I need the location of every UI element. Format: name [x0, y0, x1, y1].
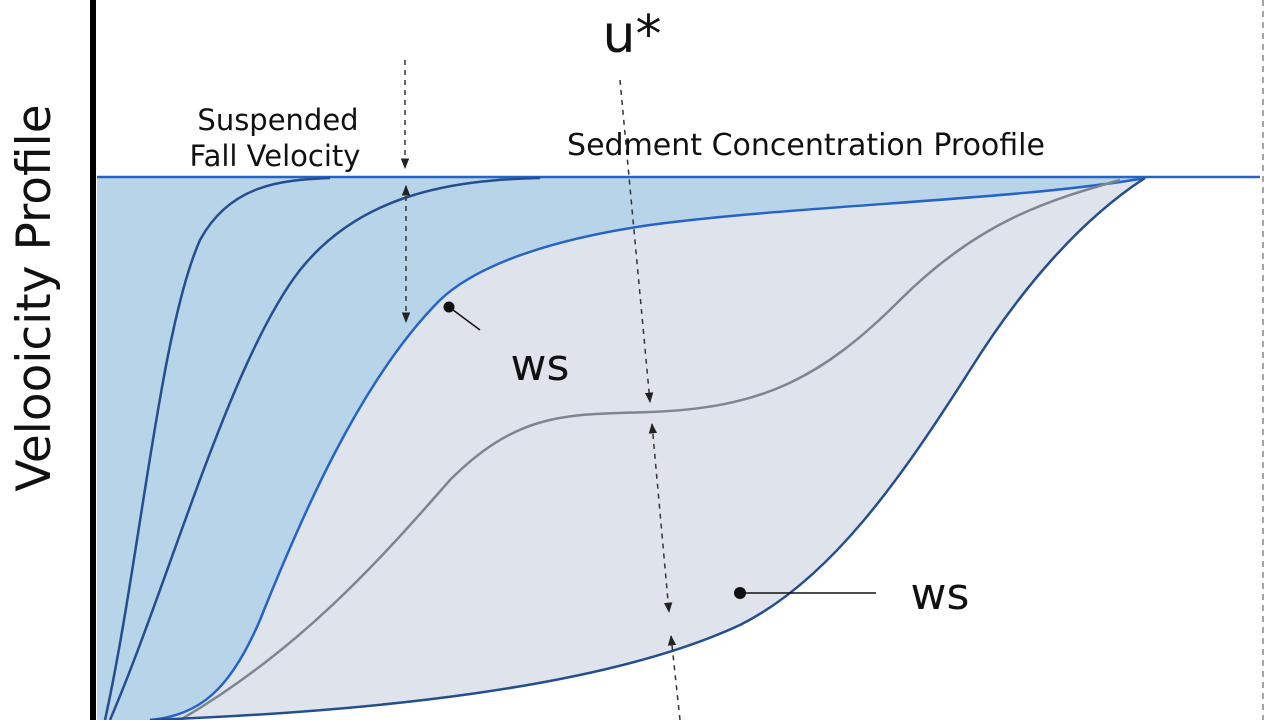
concentration-curve-outer: [149, 176, 1146, 720]
fall-velocity-label-line1: Suspended: [197, 103, 358, 137]
concentration-profile-label: Sedment Concentration Proofile: [567, 128, 1045, 163]
y-axis-label: Velooicity Profile: [7, 104, 62, 491]
shear-velocity-arrow: [619, 79, 654, 404]
ws-lower-label: ws: [911, 569, 970, 620]
bottom-arrow: [667, 634, 681, 720]
velocity-curve-3: [149, 176, 1146, 720]
shear-velocity-label: u*: [603, 5, 662, 65]
concentration-curve-gray: [179, 178, 1121, 720]
velocity-region: [97, 178, 1145, 720]
ws-upper-label: ws: [511, 340, 570, 391]
velocity-curve-2: [108, 176, 541, 720]
fall-velocity-label-line2: Fall Velocity: [190, 139, 361, 173]
concentration-gap-arrow: [648, 422, 673, 614]
velocity-curve-1: [103, 176, 331, 720]
ws-upper-leader: [448, 306, 481, 331]
